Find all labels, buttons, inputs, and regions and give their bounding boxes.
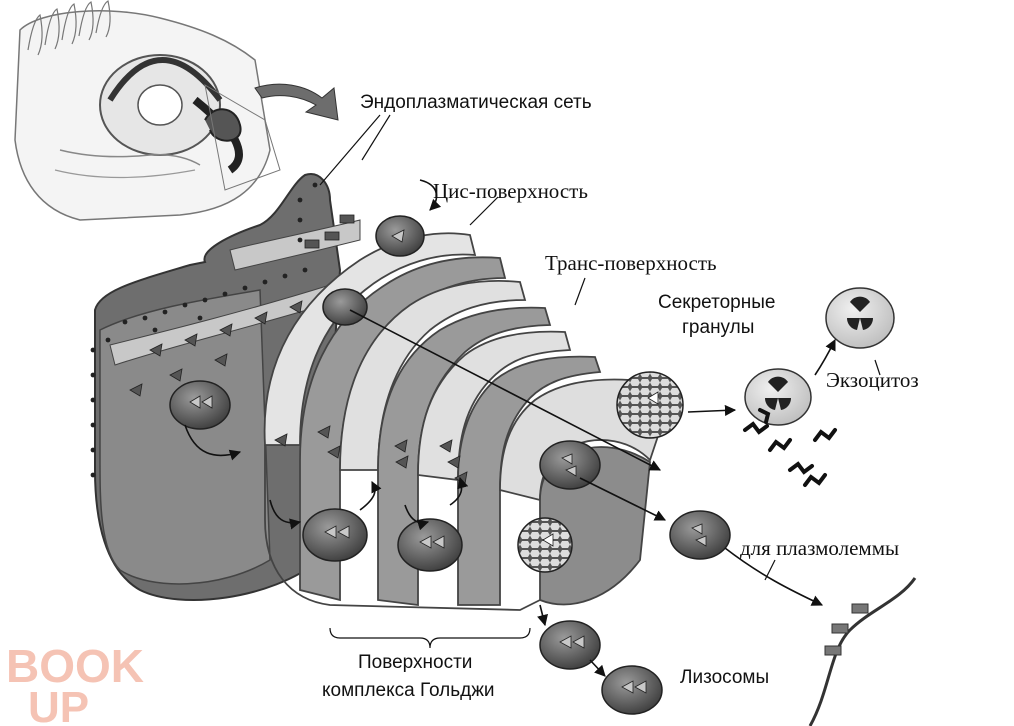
vesicle [322, 288, 368, 326]
cell-inset [14, 0, 281, 221]
label-plasmalemma: для плазмолеммы [740, 536, 899, 560]
label-cis: Цис-поверхность [433, 179, 588, 203]
vesicle [669, 510, 731, 560]
label-trans: Транс-поверхность [545, 251, 717, 275]
leader-lines [319, 114, 881, 649]
plasmalemma [808, 577, 917, 726]
zoom-arrow [254, 83, 339, 121]
label-exocytosis: Экзоцитоз [826, 368, 919, 392]
watermark-logo: BOOK UP [6, 640, 144, 726]
released-product [743, 408, 837, 487]
vesicle [539, 440, 601, 490]
pathway-arrows [184, 179, 836, 677]
label-golgi-2: комплекса Гольджи [322, 680, 495, 701]
label-er: Эндоплазматическая сеть [360, 92, 592, 113]
label-lysosomes: Лизосомы [680, 667, 769, 688]
coated-vesicles [517, 371, 684, 573]
label-golgi-1: Поверхности [358, 652, 472, 673]
label-secretory-1: Секреторные [658, 292, 775, 313]
watermark-line1: BOOK [6, 640, 144, 692]
watermark-line2: UP [28, 683, 89, 726]
label-secretory-2: гранулы [682, 317, 754, 338]
